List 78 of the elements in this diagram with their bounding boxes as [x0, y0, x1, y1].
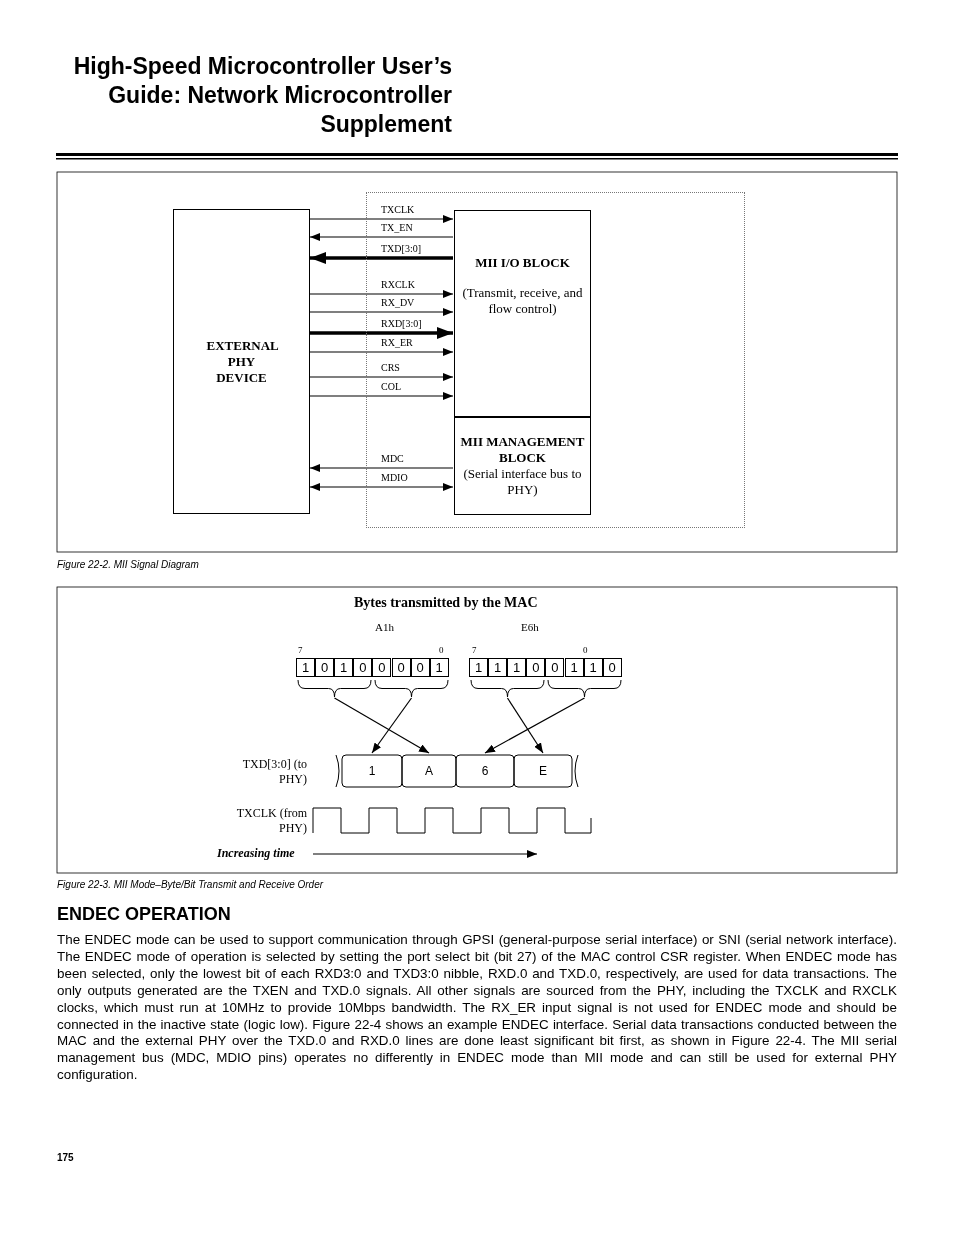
node-title: E — [539, 764, 547, 778]
bit-index: 0 — [439, 645, 444, 655]
bit-cell: 1 — [488, 658, 508, 677]
signal-label: RX_ER — [380, 337, 414, 349]
bit-cell: 1 — [583, 658, 603, 677]
arrow — [309, 483, 454, 491]
arrow — [309, 233, 454, 241]
nibble-brace — [374, 680, 449, 697]
node-description: (Transmit, receive, and flow control) — [461, 285, 584, 317]
bit-cell: 1 — [334, 658, 354, 677]
node-title: 6 — [481, 764, 489, 778]
bit-cell: 0 — [410, 658, 430, 677]
bit-cell: 1 — [507, 658, 527, 677]
node-title: EXTERNAL PHY DEVICE — [206, 337, 277, 386]
node-title: MII MANAGEMENT BLOCK — [459, 434, 586, 466]
node-description: (Serial interface bus to PHY) — [462, 466, 583, 498]
signal-label: CRS — [380, 362, 401, 374]
nibble-cell — [342, 755, 402, 787]
arrow — [484, 697, 586, 754]
nibble-brace — [470, 680, 545, 697]
arrow — [309, 392, 454, 400]
nibble-brace — [297, 680, 372, 697]
nibble-cell — [456, 755, 514, 787]
figure-caption: Figure 22-2. MII Signal Diagram — [57, 559, 199, 570]
signal-label: RX_DV — [380, 297, 416, 309]
arrow — [309, 348, 454, 356]
arrow — [309, 290, 454, 298]
arrow — [309, 373, 454, 381]
arrow — [310, 252, 453, 264]
nibble-cell — [402, 755, 456, 787]
signal-name: TXCLK (from PHY) — [235, 806, 307, 836]
byte-value: E6h — [521, 621, 539, 633]
bit-cell: 0 — [353, 658, 373, 677]
bit-cell: 0 — [526, 658, 546, 677]
signal-label: TXD[3:0] — [380, 243, 422, 255]
arrow — [310, 327, 453, 339]
arrow — [333, 697, 430, 754]
bit-cell: 1 — [469, 658, 489, 677]
signal-label: TX_EN — [380, 222, 414, 234]
arrow — [506, 697, 544, 754]
block-box — [454, 417, 591, 515]
bit-cell: 0 — [545, 658, 565, 677]
arrow — [309, 464, 454, 472]
figure-caption: Figure 22-3. MII Mode–Byte/Bit Transmit and Receive Order — [57, 879, 324, 890]
page-title: High-Speed Microcontroller User’s Guide: Network Microcontroller Supplement — [72, 52, 452, 139]
page-number: 175 — [57, 1152, 74, 1163]
signal-label: RXD[3:0] — [380, 318, 423, 330]
nibble-cell — [514, 755, 572, 787]
chart-heading: Bytes transmitted by the MAC — [354, 595, 538, 611]
bit-index: 7 — [298, 645, 303, 655]
bit-cell: 0 — [372, 658, 392, 677]
body-paragraph: The ENDEC mode can be used to support communication through GPSI (general-purpose serial interface) or SNI (serial network interface). The ENDEC mode of operation is selected by setting the port select bit (bit 27) of the MAC control CSR register. When ENDEC mode has been selected, only the lowest bit of each RXD3:0 and TXD3:0 nibble, RXD.0 and TXD.0, respectively, are used for data transactions. The only outputs generated are the TXEN and TXD.0 signals. All other signals are sourced from the PHY, including the TXCLK and RXCLK clocks, which must run at 10MHz to provide 10Mbps bandwidth. The RX_ER input signal is not used for ENDEC mode and should be connected in the inactive state (logic low). Figure 22-4 shows an example ENDEC interface. Serial data transactions conducted between the MAC and the external PHY over the TXD.0 and RXD.0 lines are done least significant bit first, as shown in Figure 22-4. The MII serial management bus (MDC, MDIO pins) operates no differently in ENDEC mode than MII mode and can still be used for external PHY configuration. — [57, 932, 897, 1085]
bit-index: 0 — [583, 645, 588, 655]
device-box — [173, 209, 310, 514]
signal-label: TXCLK — [380, 204, 416, 216]
arrow — [371, 697, 413, 754]
signal-label: MDIO — [380, 472, 409, 484]
bit-cell: 1 — [429, 658, 449, 677]
node-title: MII I/O BLOCK — [475, 255, 570, 271]
node-title: 1 — [368, 764, 376, 778]
arrow — [309, 308, 454, 316]
bit-cell: 1 — [296, 658, 316, 677]
signal-label: COL — [380, 381, 402, 393]
signal-label: RXCLK — [380, 279, 416, 291]
axis-label: Increasing time — [217, 846, 295, 861]
bit-cell: 0 — [602, 658, 622, 677]
node-title: A — [425, 764, 433, 778]
signal-name: TXD[3:0] (to PHY) — [241, 757, 307, 787]
signal-label: MDC — [380, 453, 405, 465]
bit-cell: 0 — [315, 658, 335, 677]
nibble-brace — [547, 680, 622, 697]
bit-cell: 0 — [391, 658, 411, 677]
bit-cell: 1 — [564, 658, 584, 677]
section-heading: ENDEC OPERATION — [57, 904, 231, 925]
block-box — [454, 210, 591, 417]
byte-value: A1h — [375, 621, 394, 633]
arrow — [309, 215, 454, 223]
bit-index: 7 — [472, 645, 477, 655]
